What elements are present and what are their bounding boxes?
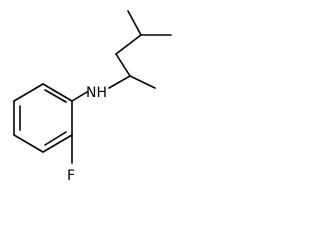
nh-atom-label: NH	[86, 85, 107, 101]
fluorine-atom-label: F	[67, 168, 75, 184]
nh-to-ch-bond	[108, 75, 131, 89]
molecule-structure-diagram: NH F	[13, 10, 172, 184]
ring-bond-4	[13, 134, 44, 153]
ring-double-bond-inner-1	[44, 89, 67, 103]
isopropyl-methyl-1-bond	[127, 10, 142, 36]
ring-bond-6	[13, 83, 44, 102]
ch-to-ch2-bond	[115, 53, 131, 77]
ring-bond-1	[42, 83, 73, 102]
ring-to-nh-bond	[71, 91, 88, 102]
ch2-to-isopropyl-bond	[115, 34, 142, 55]
ch-to-methyl-bond	[129, 75, 156, 89]
ring-double-bond-inner-2	[44, 131, 67, 146]
ring-bond-3	[42, 134, 73, 153]
